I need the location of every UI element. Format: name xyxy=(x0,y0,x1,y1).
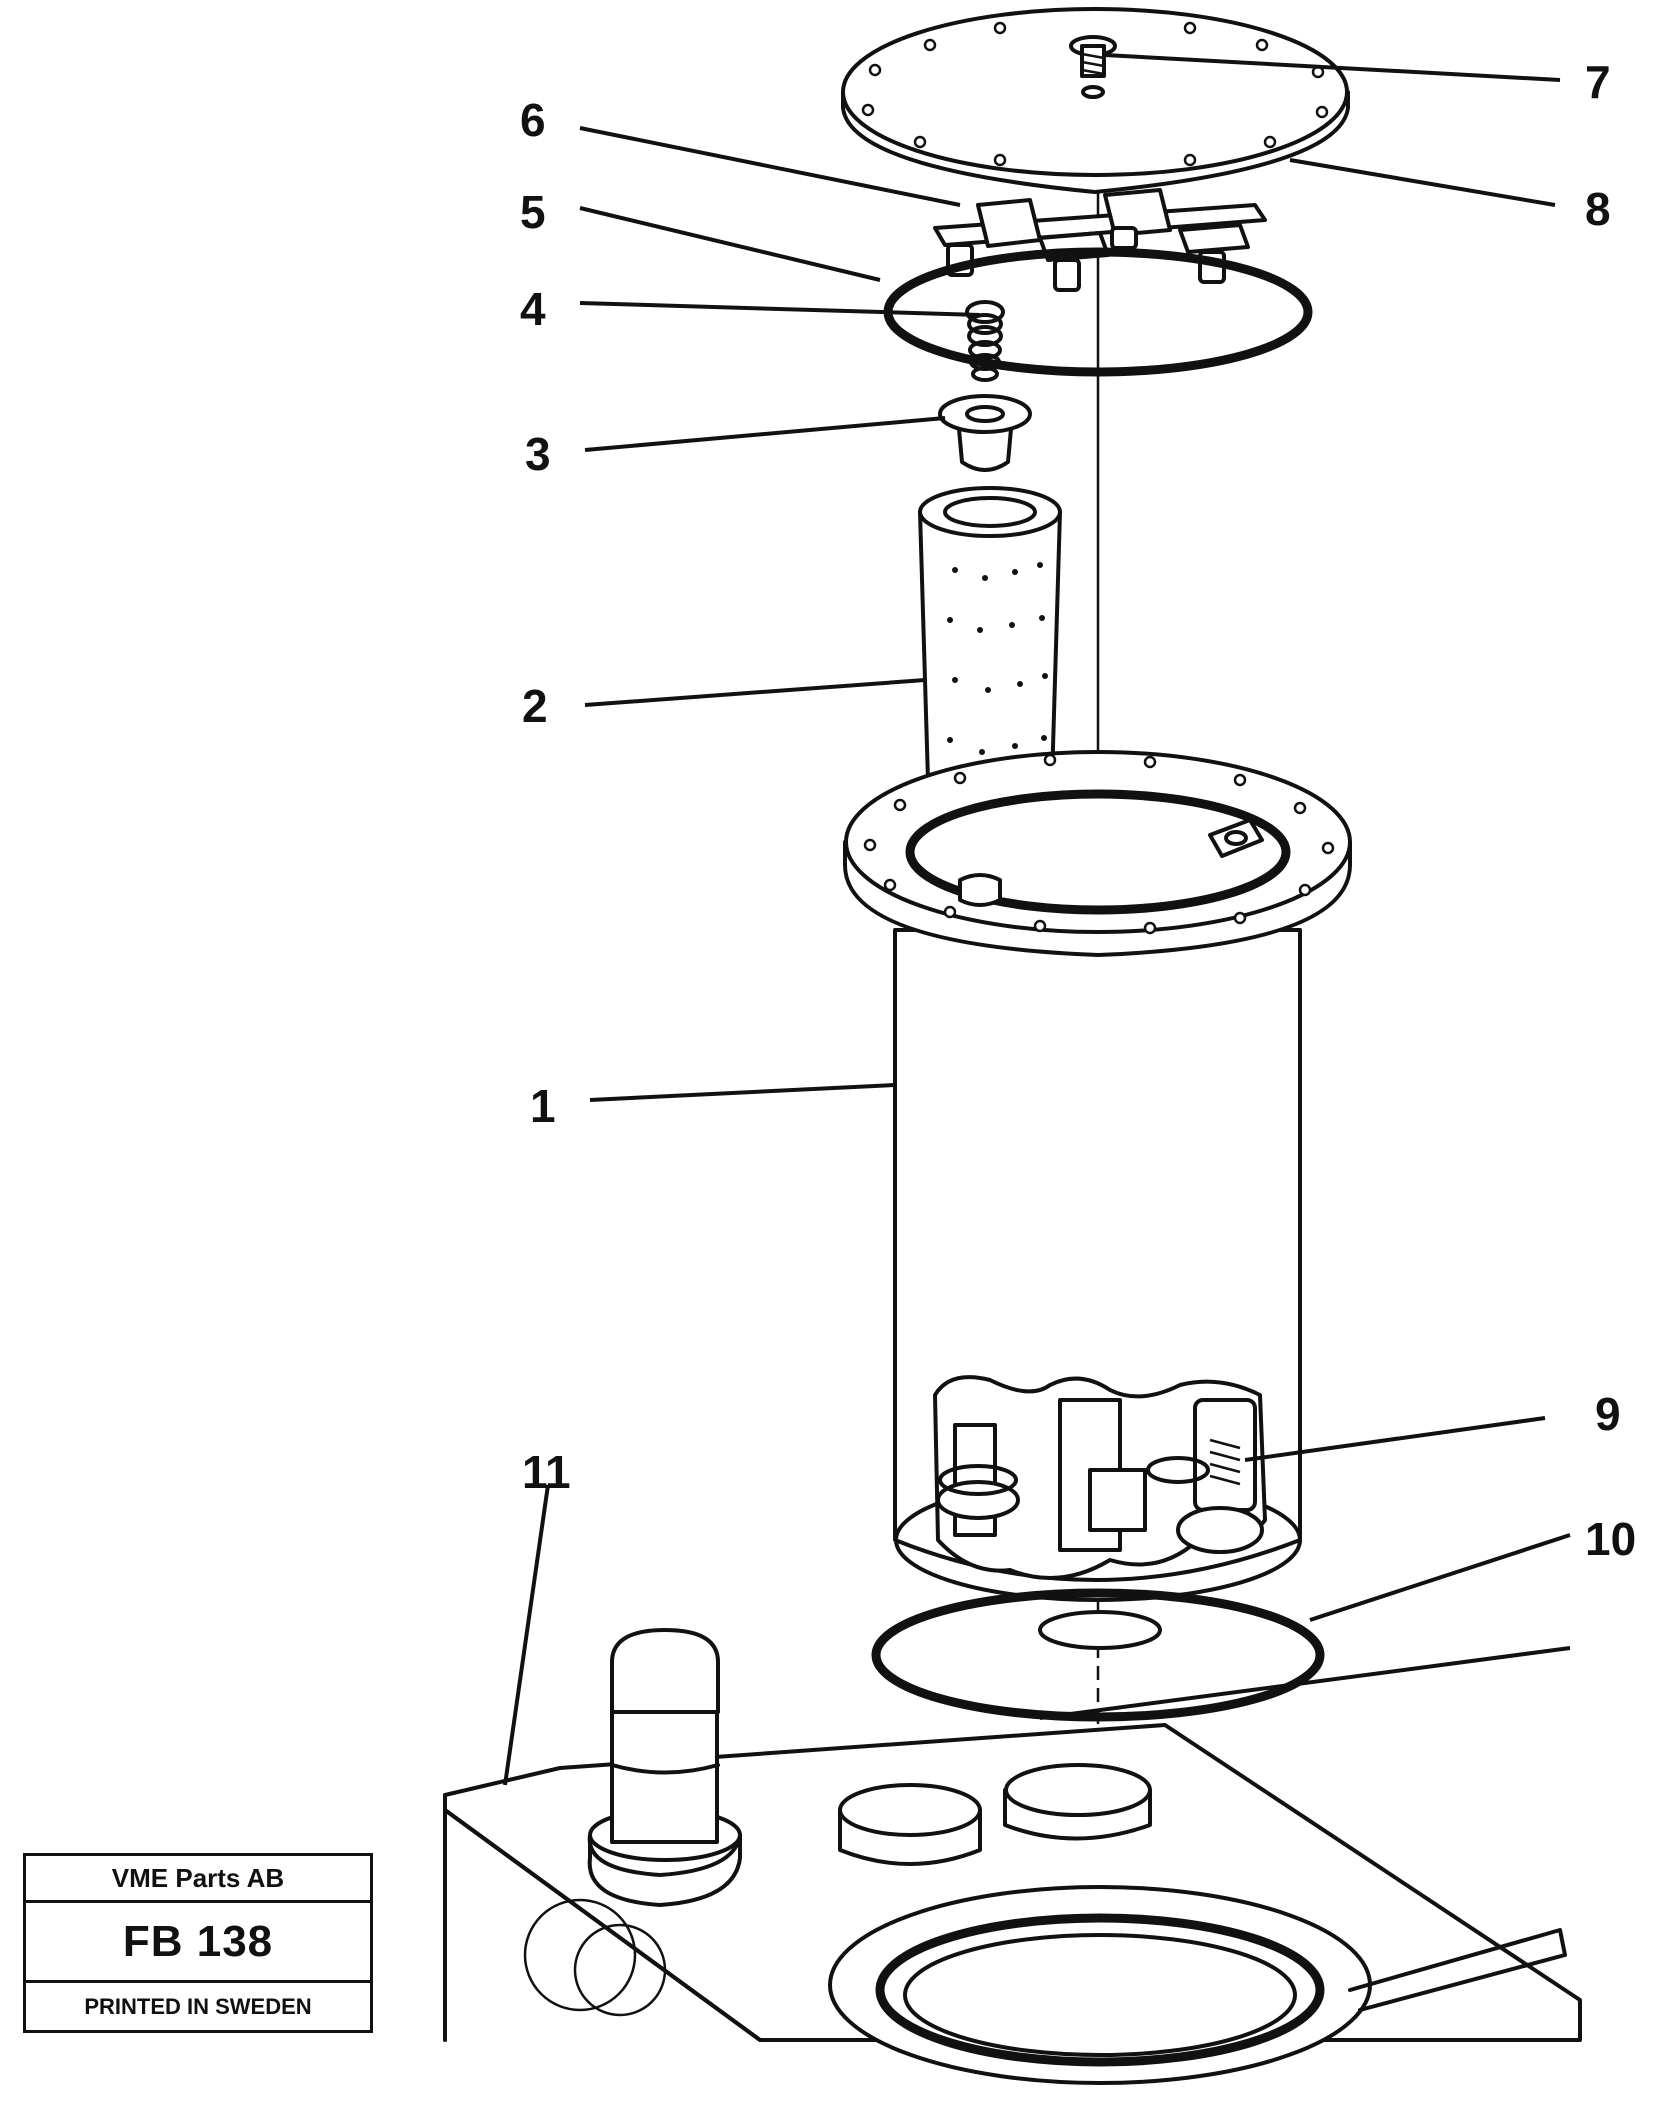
leader-2 xyxy=(584,678,926,707)
title-block: VME Parts AB FB 138 PRINTED IN SWEDEN xyxy=(23,1853,373,2033)
leader-8 xyxy=(1289,158,1556,207)
lower-o-ring xyxy=(871,1588,1325,1722)
callout-10: 10 xyxy=(1585,1513,1636,1565)
leader-4 xyxy=(579,301,981,317)
callout-11: 11 xyxy=(522,1446,571,1498)
callout-8: 8 xyxy=(1585,183,1611,235)
retaining-bracket xyxy=(933,188,1267,292)
leader-6 xyxy=(579,126,961,207)
leader-11 xyxy=(503,1484,550,1786)
hydraulic-tank xyxy=(443,1628,1582,2085)
leader-10 xyxy=(1309,1533,1571,1622)
leader-1 xyxy=(589,1083,896,1102)
company-name: VME Parts AB xyxy=(26,1856,370,1903)
spring xyxy=(965,300,1005,382)
leader-3 xyxy=(584,416,946,452)
internal-valve-cutaway xyxy=(933,1375,1267,1580)
callout-7: 7 xyxy=(1585,56,1611,108)
housing-flange-bolt-holes xyxy=(863,753,1335,935)
callout-1: 1 xyxy=(530,1080,556,1132)
printed-notice: PRINTED IN SWEDEN xyxy=(84,1993,312,2019)
leader-5 xyxy=(579,206,881,282)
callout-9: 9 xyxy=(1595,1388,1621,1440)
callout-6: 6 xyxy=(520,94,546,146)
cover-plate-bolt-holes xyxy=(861,21,1329,167)
leader-7 xyxy=(1104,53,1561,82)
figure-code: FB 138 xyxy=(26,1903,370,1983)
cover-screw xyxy=(1069,35,1117,99)
lower-outlet xyxy=(1038,1610,1162,1650)
callout-labels: 1 2 3 4 5 6 7 8 9 10 11 xyxy=(520,56,1636,1565)
callout-3: 3 xyxy=(525,428,551,480)
leader-9 xyxy=(1244,1416,1546,1462)
valve-seat xyxy=(938,394,1032,472)
leader-lines xyxy=(503,53,1571,1786)
callout-4: 4 xyxy=(520,283,546,335)
leader-10b xyxy=(1039,1646,1571,1720)
callout-2: 2 xyxy=(522,680,548,732)
callout-5: 5 xyxy=(520,186,546,238)
